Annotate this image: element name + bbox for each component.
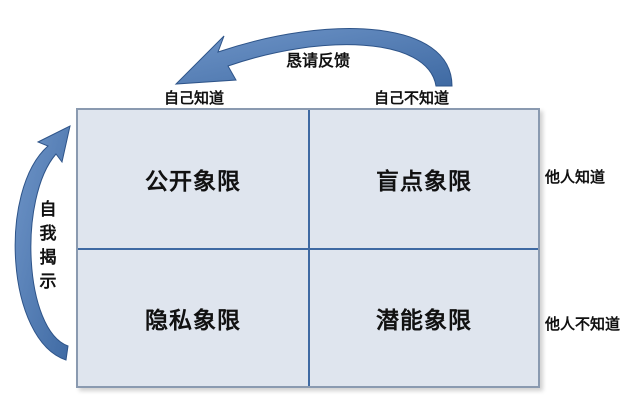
column-label-self-unknown: 自己不知道 <box>374 89 450 107</box>
quadrant-blind: 盲点象限 <box>376 169 472 195</box>
quadrant-potential: 潜能象限 <box>376 308 472 334</box>
feedback-label: 恳请反馈 <box>286 51 351 70</box>
self-disclosure-char: 我 <box>39 224 57 244</box>
self-disclosure-char: 自 <box>39 200 57 220</box>
curved-arrow-up-icon <box>14 125 71 361</box>
self-disclosure-char: 揭 <box>39 248 57 268</box>
horizontal-divider <box>78 248 538 250</box>
row-label-others-known: 他人知道 <box>545 168 606 186</box>
self-disclosure-char: 示 <box>39 272 57 292</box>
self-disclosure-label: 自 我 揭 示 <box>36 198 60 294</box>
quadrant-open: 公开象限 <box>145 169 241 195</box>
quadrant-hidden: 隐私象限 <box>145 308 241 334</box>
row-label-others-unknown: 他人不知道 <box>545 315 621 333</box>
curved-arrow-left-icon <box>174 28 453 87</box>
johari-window-grid: 公开象限 盲点象限 隐私象限 潜能象限 <box>76 108 540 388</box>
column-label-self-known: 自己知道 <box>164 89 225 107</box>
